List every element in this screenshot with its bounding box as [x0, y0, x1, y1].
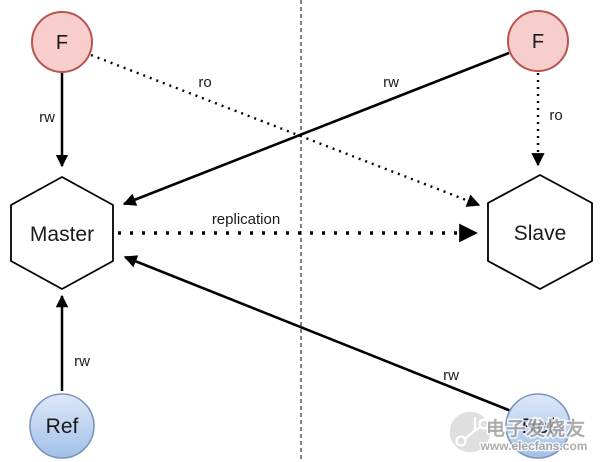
ref-left-circle [29, 393, 95, 459]
master-label: Master [30, 223, 94, 246]
node-slave: Slave [487, 174, 593, 290]
slave-label: Slave [514, 222, 567, 245]
edge-ref-right-to-master: rw [123, 255, 512, 413]
watermark: 电子发烧友 www.elecfans.com [448, 410, 589, 454]
edge-ref-left-to-master: rw [55, 294, 90, 391]
watermark-site-text: www.elecfans.com [480, 439, 588, 453]
f-right-label: F [532, 31, 544, 53]
edge-label-rw: rw [443, 367, 459, 384]
edge-f-right-to-master: rw [122, 51, 510, 206]
master-hexagon [10, 176, 114, 290]
arrow-line [123, 255, 512, 413]
edge-f-left-to-master: rw [39, 73, 69, 168]
arrow-line [90, 53, 481, 207]
elecfans-logo-icon [448, 410, 492, 454]
f-left-circle [31, 11, 93, 73]
edge-label-replication: replication [212, 211, 280, 228]
edge-label-ro: ro [198, 74, 211, 91]
f-right-circle [507, 10, 569, 72]
node-ref-right: Ref [505, 393, 571, 459]
arrow-line [122, 51, 510, 206]
watermark-brand-text: 电子发烧友 [486, 417, 586, 440]
ref-right-label: Ref [522, 415, 555, 438]
node-f-left: F [31, 11, 93, 73]
ref-right-circle [505, 393, 571, 459]
node-master: Master [10, 176, 114, 290]
ref-left-label: Ref [46, 415, 79, 438]
node-ref-left: Ref [29, 393, 95, 459]
edge-label-rw: rw [39, 109, 55, 126]
slave-hexagon [487, 174, 593, 290]
edge-label-rw: rw [74, 353, 90, 370]
node-f-right: F [507, 10, 569, 72]
f-left-label: F [56, 32, 68, 54]
edge-f-left-to-slave: ro [90, 53, 481, 207]
edge-label-ro: ro [549, 107, 562, 124]
edge-label-rw: rw [383, 74, 399, 91]
edge-f-right-to-slave: ro [531, 73, 563, 167]
edge-master-to-slave: replication [118, 211, 478, 243]
